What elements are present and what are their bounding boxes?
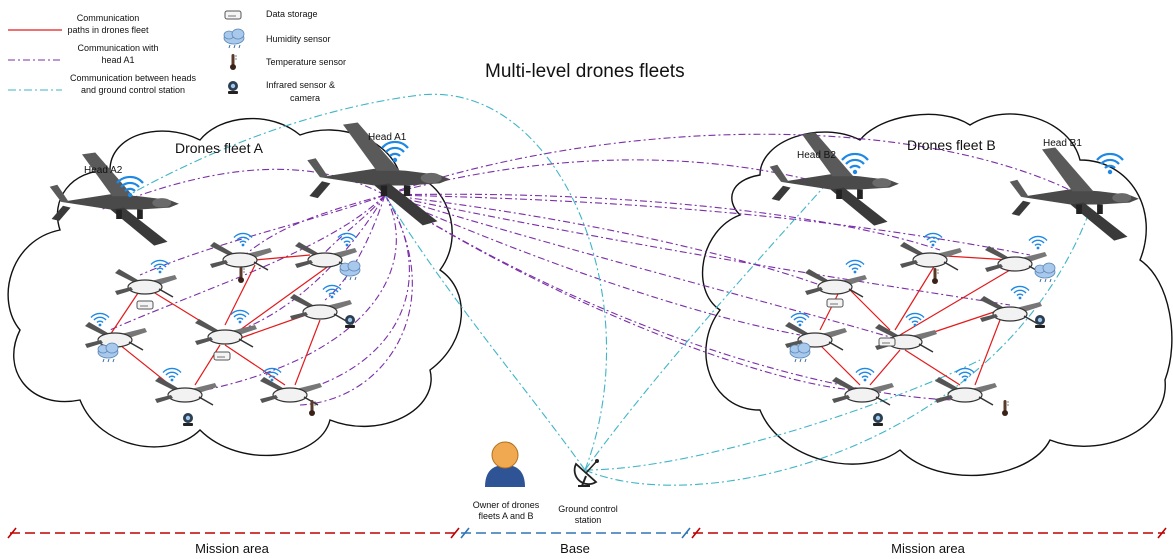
legend-gcs-text-1: Communication between heads xyxy=(70,73,197,83)
area-right-label: Mission area xyxy=(891,541,965,556)
legend-head-text-2: head A1 xyxy=(101,55,134,65)
camera-icon xyxy=(345,315,355,328)
gcs-links xyxy=(119,93,1091,486)
storage-icon xyxy=(136,300,154,310)
head-b2-label: Head B2 xyxy=(797,150,836,161)
fleet-b-label: Drones fleet B xyxy=(907,137,996,153)
diagram-title: Multi-level drones fleets xyxy=(485,61,685,82)
legend-humidity-text: Humidity sensor xyxy=(266,34,331,44)
storage-icon xyxy=(826,298,844,308)
legend-temperature-text: Temperature sensor xyxy=(266,57,346,67)
area-base-label: Base xyxy=(560,541,590,556)
legend-fleet-text-1: Communication xyxy=(77,13,140,23)
legend-storage-text: Data storage xyxy=(266,9,318,19)
camera-icon xyxy=(873,413,883,426)
storage-icon xyxy=(224,10,242,20)
owner-label-1: Owner of drones xyxy=(473,500,540,510)
storage-icon xyxy=(213,351,231,361)
legend-head-text-1: Communication with xyxy=(77,43,158,53)
fleet-a-label: Drones fleet A xyxy=(175,140,264,156)
camera-icon xyxy=(228,81,238,94)
legend-infrared-text-2: camera xyxy=(290,93,320,103)
head-b1-label: Head B1 xyxy=(1043,138,1082,149)
storage-icon xyxy=(878,337,896,347)
area-base-bar xyxy=(460,527,691,539)
legend-gcs-text-2: and ground control station xyxy=(81,85,185,95)
humidity-icon xyxy=(223,28,245,49)
legend-infrared-text-1: Infrared sensor & xyxy=(266,80,335,90)
thermometer-icon xyxy=(229,53,238,71)
camera-icon xyxy=(183,413,193,426)
head-a1-label: Head A1 xyxy=(368,132,407,143)
area-left-label: Mission area xyxy=(195,541,269,556)
area-left-bar xyxy=(7,527,460,539)
area-right-bar xyxy=(691,527,1167,539)
satellite-dish-icon xyxy=(573,459,599,487)
legend-fleet-text-2: paths in drones fleet xyxy=(67,25,149,35)
gcs-label-2: station xyxy=(575,515,602,525)
gcs-label-1: Ground control xyxy=(558,504,618,514)
owner-label-2: fleets A and B xyxy=(478,511,533,521)
head-a2-label: Head A2 xyxy=(84,165,123,176)
owner-person-icon xyxy=(485,441,525,487)
camera-icon xyxy=(1035,315,1045,328)
fleet-b-links xyxy=(819,254,1011,386)
